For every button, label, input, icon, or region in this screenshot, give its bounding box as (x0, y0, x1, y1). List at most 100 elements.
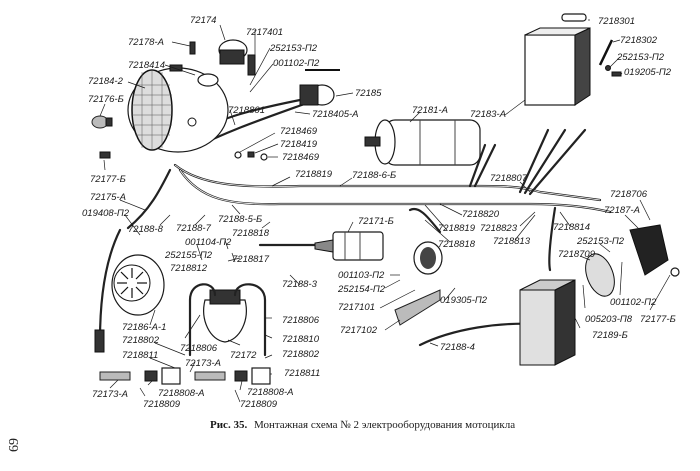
part-label: 72184-2 (88, 76, 124, 87)
part-label: 7218811 (284, 368, 320, 379)
ignition-coil (314, 231, 384, 261)
part-label: 252153-П2 (269, 43, 318, 54)
part-label: 7217401 (246, 27, 283, 38)
part-label: 72188-5-Б (218, 214, 262, 225)
gasket-ring (197, 73, 219, 87)
part-label: 252154-П2 (337, 284, 386, 295)
part-label: 72188-7 (176, 223, 212, 234)
bulb-small (99, 151, 111, 159)
part-label: 252155-П2 (164, 250, 213, 261)
headlight (127, 64, 229, 153)
part-label: 7218405-А (312, 109, 358, 120)
figure-caption: Рис. 35. Монтажная схема № 2 электрообор… (210, 419, 515, 431)
figure-number: Рис. 35. (210, 419, 247, 431)
part-label: 7218709 (558, 249, 596, 260)
part-label: 72176-Б (88, 94, 124, 105)
part-label: 7218802 (122, 335, 160, 346)
distributor (188, 283, 267, 357)
part-label: 72188-3 (282, 279, 318, 290)
part-label: 019205-П2 (624, 67, 672, 78)
part-label: 7218469 (280, 126, 318, 137)
part-label: 72181-А (412, 105, 448, 116)
part-label: 72175-А (90, 192, 126, 203)
part-label: 72188-6-Б (352, 170, 396, 181)
part-label: 7218806 (180, 343, 218, 354)
part-label: 72174 (190, 15, 216, 26)
part-label: 001102-П2 (610, 297, 657, 308)
figure-title: Монтажная схема № 2 электрооборудования … (254, 419, 515, 431)
tail-light (585, 224, 669, 297)
part-label: 252153-П2 (576, 236, 625, 247)
part-label: 72185 (355, 88, 382, 99)
part-label: 7218819 (438, 223, 476, 234)
part-label: 72173-А (92, 389, 128, 400)
part-label: 001102-П2 (273, 58, 320, 69)
part-label: 019408-П2 (82, 208, 130, 219)
washer (234, 151, 242, 159)
part-label: 7218818 (232, 228, 270, 239)
bolt (189, 41, 196, 55)
part-label: 7218823 (480, 223, 518, 234)
part-label: 7218817 (232, 254, 270, 265)
generator (364, 119, 481, 166)
part-label: 72177-Б (640, 314, 676, 325)
spark-plug-right (194, 367, 271, 385)
part-labels: 72174 7217401 72178-А 252153-П2 001102-П… (82, 15, 676, 410)
part-label: 252153-П2 (616, 52, 665, 63)
part-label: 7218814 (553, 222, 590, 233)
part-label: 72177-Б (90, 174, 126, 185)
rubber-sleeve (247, 151, 255, 158)
part-label: 7218820 (462, 209, 500, 220)
part-label: 72183-А (470, 109, 506, 120)
page-number: 69 (7, 438, 22, 452)
part-label: 7218809 (143, 399, 181, 410)
part-label: 7218809 (240, 399, 278, 410)
relay-regulator (524, 27, 591, 106)
horn (111, 254, 165, 316)
spark-plug-left (99, 367, 181, 385)
part-label: 72173-А (185, 358, 221, 369)
strap (561, 13, 587, 22)
part-label: 7218706 (610, 189, 648, 200)
part-label: 72188-4 (440, 342, 475, 353)
part-label: 005203-П8 (585, 314, 633, 325)
part-label: 7218301 (598, 16, 635, 27)
part-label: 019305-П2 (440, 295, 488, 306)
part-label: 72188-8 (128, 224, 164, 235)
part-label: 7218414 (128, 60, 165, 71)
part-label: 72186-А-1 (122, 322, 166, 333)
clip (598, 39, 614, 66)
washer (260, 153, 268, 161)
part-label: 7218469 (282, 152, 320, 163)
part-label: 72187-А (604, 205, 640, 216)
part-label: 7218801 (228, 105, 265, 116)
part-label: 72189-Б (592, 330, 628, 341)
speedometer (218, 39, 248, 65)
part-label: 001104-П2 (185, 237, 232, 248)
part-label: 72171-Б (358, 216, 394, 227)
part-label: 7218807 (490, 173, 528, 184)
part-label: 7218302 (620, 35, 658, 46)
part-label: 001103-П2 (338, 270, 385, 281)
part-label: 7218811 (122, 350, 158, 361)
washer (605, 65, 611, 71)
bulb-rear (670, 267, 680, 277)
part-label: 7218818 (438, 239, 476, 250)
part-label: 7218808-А (247, 387, 293, 398)
switch (299, 69, 340, 106)
part-label: 7217101 (338, 302, 375, 313)
coil-clamp (394, 241, 443, 326)
part-label: 7218810 (282, 334, 320, 345)
battery (519, 279, 576, 366)
part-label: 7218819 (295, 169, 333, 180)
part-label: 7217102 (340, 325, 378, 336)
part-label: 7218802 (282, 349, 320, 360)
part-label: 7218812 (170, 263, 208, 274)
bracket (247, 54, 256, 76)
part-label: 7218813 (493, 236, 531, 247)
part-label: 7218806 (282, 315, 320, 326)
bulb (91, 115, 113, 129)
part-label: 7218808-А (158, 388, 204, 399)
screw (611, 71, 622, 77)
